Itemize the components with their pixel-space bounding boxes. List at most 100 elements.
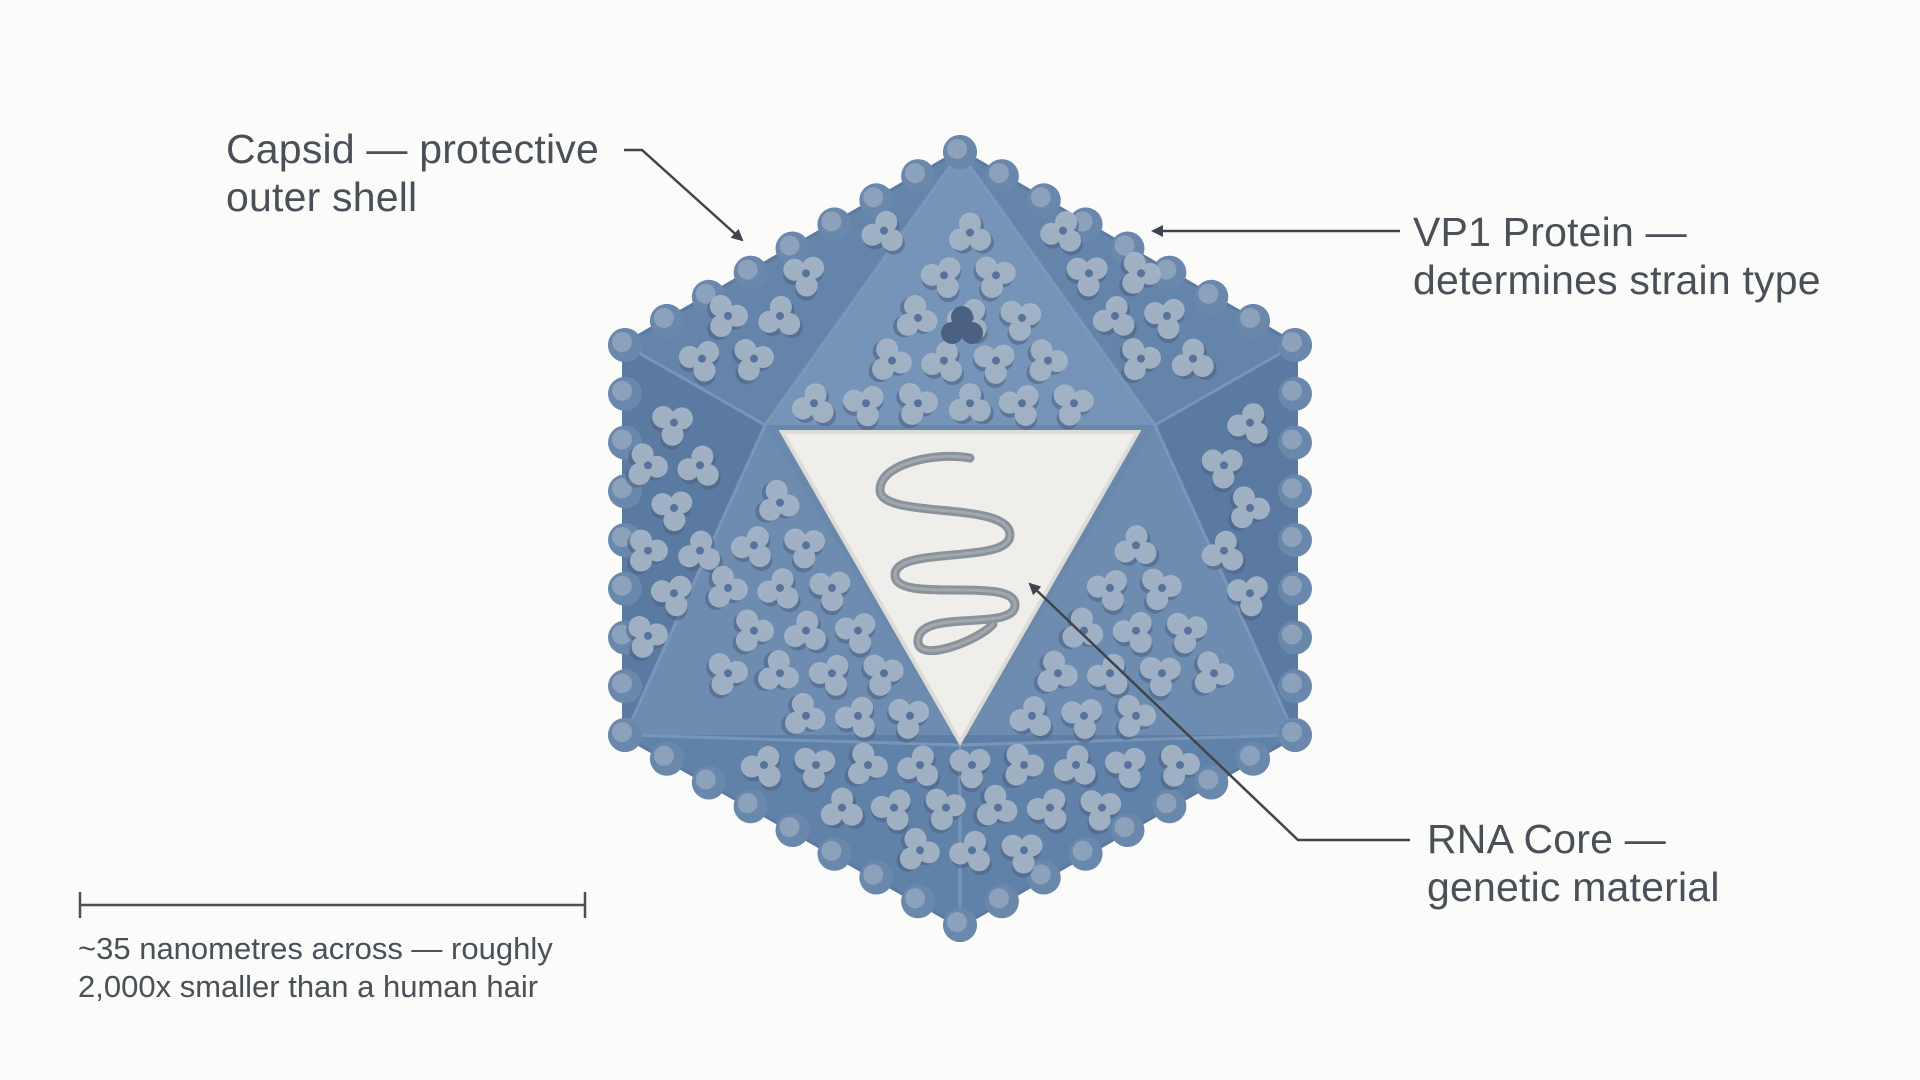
rna-label: RNA Core — genetic material xyxy=(1427,815,1720,911)
protein-trimer xyxy=(704,649,751,700)
protein-trimer xyxy=(1196,436,1253,497)
protein-trimer xyxy=(782,607,833,655)
rim-protein-highlight xyxy=(1198,283,1219,304)
protein-trimer xyxy=(778,689,832,745)
protein-trimer xyxy=(732,609,775,655)
protein-trimer xyxy=(627,529,668,575)
protein-trimer xyxy=(674,440,728,493)
capsid xyxy=(608,135,1312,942)
protein-trimer xyxy=(1222,564,1279,626)
capsid-leader xyxy=(624,148,744,242)
rim-protein-highlight xyxy=(612,332,632,352)
protein-trimer xyxy=(1223,396,1279,451)
rna-core xyxy=(778,430,1142,747)
capsid-label-line1: Capsid — protective xyxy=(226,126,599,172)
protein-trimer xyxy=(831,688,888,746)
rim-protein-highlight xyxy=(1114,817,1135,837)
protein-trimer xyxy=(921,782,971,837)
protein-trimer xyxy=(883,688,938,747)
protein-trimer xyxy=(970,249,1022,305)
rim-protein-highlight xyxy=(612,722,632,742)
protein-trimer xyxy=(1114,694,1157,741)
protein-trimer xyxy=(842,740,892,793)
rim-protein-highlight xyxy=(1282,527,1302,547)
rim-protein-highlight xyxy=(1282,673,1302,694)
protein-trimer xyxy=(706,294,749,341)
rim-protein-highlight xyxy=(988,163,1009,184)
protein-trimer xyxy=(994,374,1052,435)
protein-trimer xyxy=(1100,736,1157,797)
rim-protein-highlight xyxy=(1072,840,1093,861)
protein-trimer xyxy=(916,246,974,307)
protein-trimer xyxy=(757,293,806,340)
protein-trimer xyxy=(789,737,844,796)
protein-trimer xyxy=(1113,523,1162,568)
protein-trimer xyxy=(858,647,910,703)
rim-protein-highlight xyxy=(612,478,632,499)
capsid-surface-proteins xyxy=(623,204,1279,882)
rim-protein-highlight xyxy=(612,380,632,401)
protein-trimer xyxy=(647,394,702,454)
protein-trimer xyxy=(749,646,808,703)
rim-protein-highlight xyxy=(653,307,674,328)
rim-protein-highlight xyxy=(612,527,632,547)
rim-protein-highlight xyxy=(1282,380,1302,401)
rim-protein-highlight xyxy=(905,888,926,909)
scale-caption-line1: ~35 nanometres across — roughly xyxy=(78,931,553,966)
protein-trimer xyxy=(1061,244,1118,305)
protein-trimer xyxy=(1139,286,1196,348)
rim-protein-highlight xyxy=(779,235,800,256)
protein-trimer xyxy=(624,611,672,663)
rim-protein-highlight xyxy=(1156,259,1177,280)
rim-protein-highlight xyxy=(1156,793,1177,814)
protein-trimer xyxy=(1161,603,1215,661)
protein-trimer xyxy=(752,476,806,531)
protein-trimer xyxy=(944,736,1001,797)
rim-protein-highlight xyxy=(863,864,884,885)
capsid-label: Capsid — protective outer shell xyxy=(226,125,599,221)
protein-trimer xyxy=(1118,251,1163,299)
rim-protein-highlight xyxy=(988,888,1009,909)
protein-trimer xyxy=(646,564,704,625)
protein-trimer xyxy=(1037,204,1092,259)
protein-trimer xyxy=(838,374,895,436)
protein-trimer xyxy=(730,334,778,386)
rim-protein-highlight xyxy=(1282,575,1302,596)
rim-protein-highlight xyxy=(1282,722,1302,742)
protein-trimer xyxy=(1171,337,1218,381)
scale-caption-line2: 2,000x smaller than a human hair xyxy=(78,969,539,1004)
protein-trimer xyxy=(804,559,861,620)
capsid-label-line2: outer shell xyxy=(226,174,418,220)
scale-bar xyxy=(78,892,587,918)
rna-label-line1: RNA Core — xyxy=(1427,816,1666,862)
protein-trimer xyxy=(779,517,834,577)
rim-protein-highlight xyxy=(695,283,716,304)
protein-trimer xyxy=(1199,526,1252,577)
rim-protein-highlight xyxy=(1282,429,1302,450)
protein-trimer xyxy=(1118,335,1163,385)
rim-protein-highlight xyxy=(905,163,926,184)
protein-trimer xyxy=(949,212,994,254)
protein-trimer xyxy=(859,205,912,258)
protein-trimer xyxy=(1031,648,1084,701)
protein-trimer xyxy=(895,380,941,430)
protein-trimer xyxy=(995,290,1050,349)
protein-trimer xyxy=(996,821,1053,882)
vp1-label-line1: VP1 Protein — xyxy=(1413,209,1687,255)
rna-leader xyxy=(1028,582,1410,842)
protein-trimer xyxy=(1226,485,1272,534)
protein-trimer xyxy=(820,787,867,830)
protein-trimer xyxy=(1090,292,1142,342)
protein-trimer xyxy=(894,739,949,793)
protein-trimer xyxy=(1082,559,1140,620)
rim-protein-highlight xyxy=(821,840,842,861)
protein-trimer xyxy=(1134,645,1190,705)
scale-caption: ~35 nanometres across — roughly 2,000x s… xyxy=(78,930,553,1006)
protein-trimer xyxy=(866,336,916,388)
rim-protein-highlight xyxy=(695,769,716,790)
protein-trimer xyxy=(790,379,841,429)
protein-trimer xyxy=(1052,741,1103,790)
rim-protein-highlight xyxy=(1282,478,1302,499)
rim-protein-highlight xyxy=(863,187,884,208)
protein-trimer xyxy=(1083,646,1139,702)
